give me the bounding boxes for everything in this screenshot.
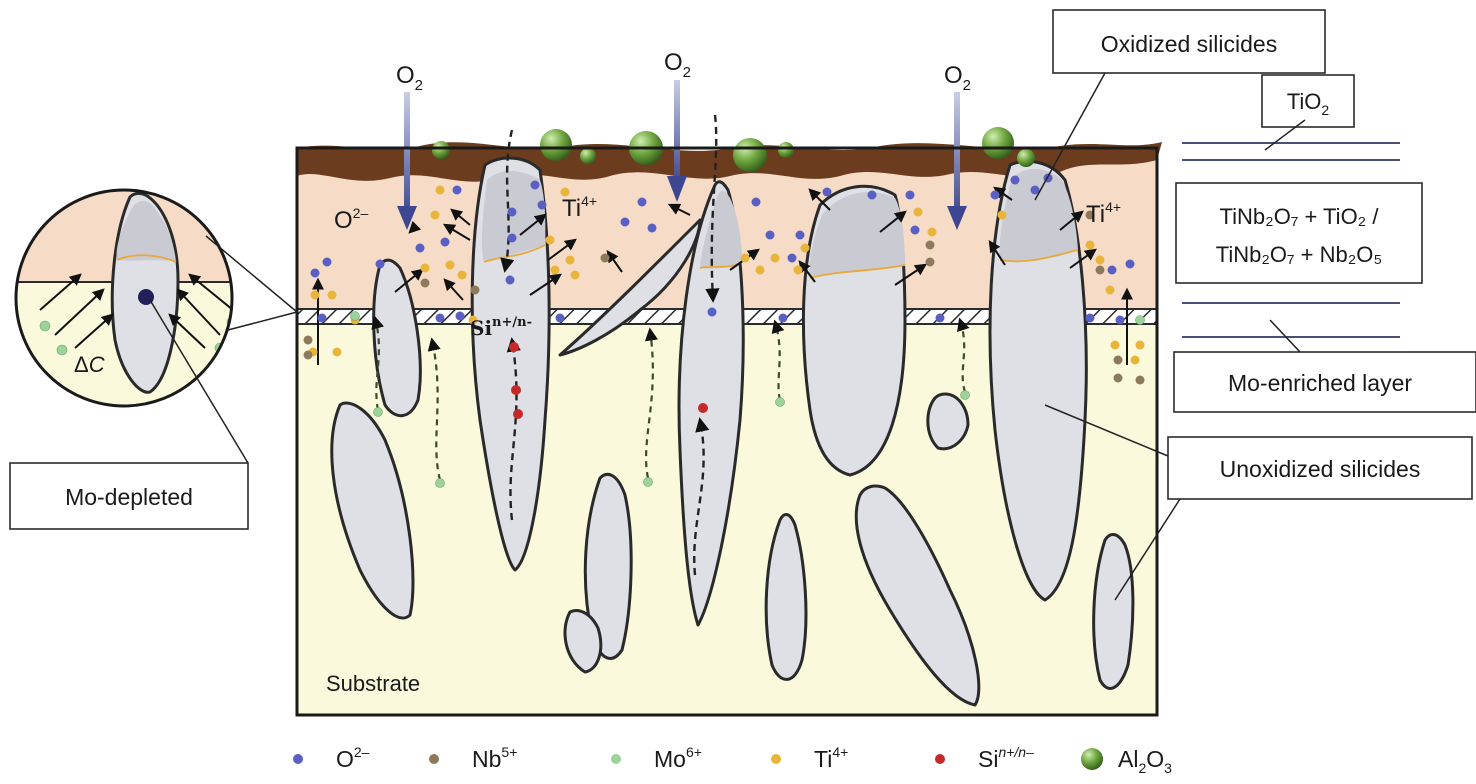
callout-mo-depleted: Mo-depleted: [65, 484, 193, 510]
label-o2-mid: O2: [664, 49, 691, 81]
callout-layer-line2: TiNb₂O₇ + Nb₂O₅: [1216, 242, 1383, 267]
label-ti4-left: Ti4+: [562, 193, 597, 222]
legend-marker-3: [771, 754, 781, 764]
legend-label-3: Ti4+: [814, 744, 848, 772]
legend-marker-0: [293, 754, 303, 764]
cross-section-frame: [295, 146, 1159, 717]
legend-label-4: Sin+/n–: [978, 744, 1034, 772]
silicide-grains: [330, 156, 1135, 707]
cross-section: O2 O2 O2 O2– Ti4+ Ti4+ Sin+/n- Substrate: [295, 49, 1162, 717]
legend-marker-4: [935, 754, 945, 764]
label-substrate: Substrate: [326, 671, 420, 696]
legend-label-2: Mo6+: [654, 744, 702, 772]
callout-mo-enriched: Mo-enriched layer: [1228, 370, 1412, 396]
legend-label-5: Al2O3: [1118, 746, 1172, 776]
label-o2minus-zone: O2–: [334, 205, 368, 234]
o2-arrow-left: [404, 92, 410, 216]
legend-label-1: Nb5+: [472, 744, 517, 772]
label-delta-c: ΔC: [74, 352, 105, 377]
legend-marker-5: [1081, 748, 1103, 770]
migration-arrows: [312, 186, 1133, 365]
callout-tio2: TiO2: [1287, 89, 1330, 118]
callout-oxidized-silicides: Oxidized silicides: [1101, 31, 1277, 57]
diffusion-paths: [371, 114, 970, 576]
label-ti4-right: Ti4+: [1086, 199, 1121, 228]
label-si: Sin+/n-: [470, 315, 532, 340]
zoom-circle: ΔC: [14, 188, 298, 408]
legend-marker-2: [611, 754, 621, 764]
callouts: Oxidized silicides TiO2 TiNb₂O₇ + TiO₂ /…: [9, 9, 1476, 601]
o2-arrows: [397, 80, 967, 230]
callout-unoxidized-silicides: Unoxidized silicides: [1220, 456, 1421, 482]
legend: O2– Nb5+ Mo6+ Ti4+ Sin+/n– Al2O3: [293, 744, 1172, 776]
label-o2-left: O2: [396, 62, 423, 94]
legend-label-0: O2–: [336, 744, 370, 772]
o2-arrow-right: [954, 92, 960, 216]
label-o2-right: O2: [944, 62, 971, 94]
ion-dots: [303, 173, 1145, 488]
legend-marker-1: [429, 754, 439, 764]
o2-arrow-mid: [674, 80, 680, 184]
callout-layer-line1: TiNb₂O₇ + TiO₂ /: [1220, 204, 1380, 229]
